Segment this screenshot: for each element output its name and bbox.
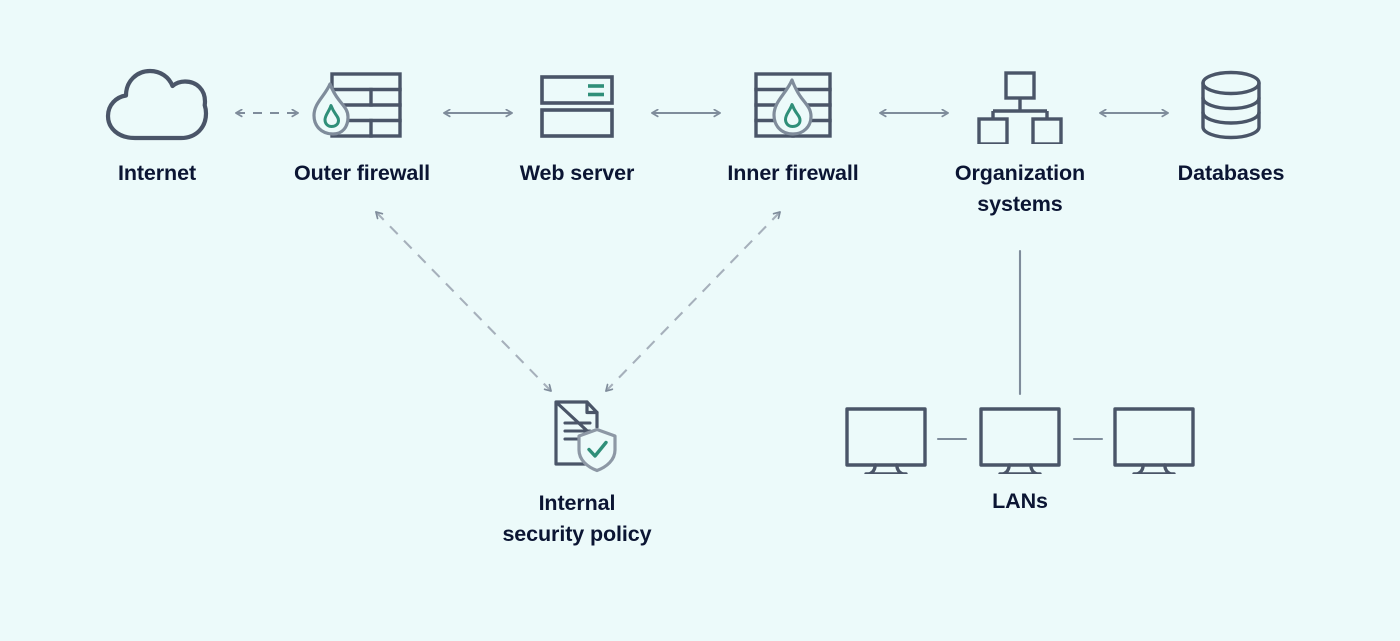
server-icon	[524, 66, 630, 144]
monitor-3	[1113, 407, 1195, 477]
node-lans[interactable]: LANs	[820, 402, 1220, 517]
node-label-outer-firewall: Outer firewall	[294, 161, 430, 185]
document-shield-check-icon	[535, 398, 619, 474]
node-internal-security-policy[interactable]: Internal security policy	[477, 398, 677, 549]
node-inner-firewall[interactable]: Inner firewall	[693, 66, 893, 189]
monitors-icon	[820, 402, 1220, 477]
node-label-inner-firewall: Inner firewall	[727, 161, 859, 185]
monitor-1	[845, 407, 927, 477]
node-label-lans: LANs	[992, 489, 1048, 513]
node-label-organization-systems: Organization systems	[954, 161, 1086, 216]
firewall-icon	[309, 66, 415, 144]
node-label-internal-security-policy: Internal security policy	[502, 491, 652, 546]
node-organization-systems[interactable]: Organization systems	[920, 66, 1120, 219]
hierarchy-icon	[967, 66, 1073, 146]
node-databases[interactable]: Databases	[1131, 66, 1331, 189]
cloud-icon	[104, 66, 210, 144]
database-icon	[1178, 66, 1284, 144]
monitor-2	[979, 407, 1061, 477]
node-internet[interactable]: Internet	[57, 66, 257, 189]
node-outer-firewall[interactable]: Outer firewall	[262, 66, 462, 189]
node-label-databases: Databases	[1177, 161, 1285, 185]
firewall-icon	[740, 66, 846, 144]
connector-outer-firewall-security-policy	[376, 212, 551, 391]
node-label-internet: Internet	[117, 161, 197, 185]
node-label-web-server: Web server	[519, 161, 635, 185]
node-web-server[interactable]: Web server	[477, 66, 677, 189]
connector-inner-firewall-security-policy	[606, 212, 780, 391]
